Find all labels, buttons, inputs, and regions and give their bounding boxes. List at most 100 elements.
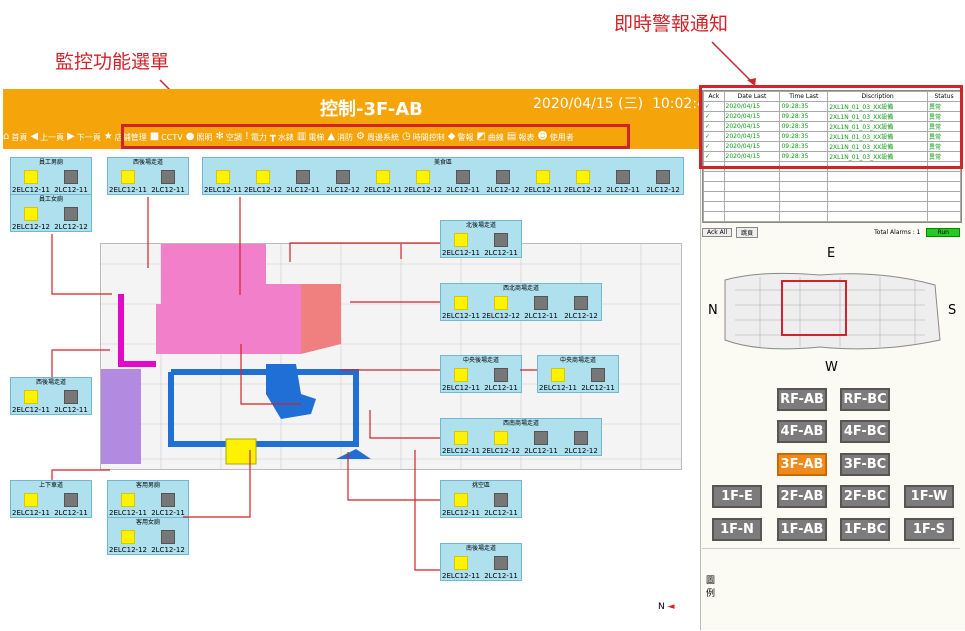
light-circuit[interactable]: 2ELC12-12	[481, 428, 521, 455]
floor-button[interactable]: 1F-S	[904, 518, 954, 541]
menu-item-13[interactable]: ◆警報	[448, 132, 474, 143]
light-circuit[interactable]: 2ELC12-12	[563, 167, 603, 194]
mini-map[interactable]	[720, 265, 945, 355]
floor-button[interactable]: 2F-BC	[840, 485, 890, 508]
menu-item-8[interactable]: ┳水錶	[270, 132, 294, 143]
light-circuit[interactable]: 2LC12-11	[578, 365, 618, 392]
light-circuit[interactable]: 2ELC12-11	[441, 293, 481, 320]
floor-button[interactable]: 4F-AB	[777, 420, 827, 443]
ack-all-button[interactable]: Ack All	[702, 227, 733, 237]
light-circuit[interactable]: 2ELC12-11	[441, 365, 481, 392]
floor-button[interactable]: 1F-N	[712, 518, 762, 541]
light-circuit[interactable]: 2ELC12-11	[108, 167, 148, 194]
menu-item-10[interactable]: ▲消防	[327, 132, 353, 143]
light-circuit[interactable]: 2LC12-11	[443, 167, 483, 194]
light-circuit[interactable]: 2LC12-12	[51, 204, 91, 231]
light-circuit[interactable]: 2LC12-11	[148, 490, 188, 517]
menu-item-3[interactable]: ★店鋪管理	[104, 132, 147, 143]
menu-item-6[interactable]: ✻空調	[215, 132, 241, 143]
light-circuit[interactable]: 2ELC12-11	[363, 167, 403, 194]
light-circuit[interactable]: 2LC12-11	[603, 167, 643, 194]
status-indicator	[216, 170, 230, 184]
floor-button[interactable]: 3F-AB	[777, 453, 827, 476]
menu-item-15[interactable]: ▤報表	[507, 132, 534, 143]
menu-item-5[interactable]: ●照明	[186, 132, 213, 143]
status-indicator	[536, 170, 550, 184]
light-circuit[interactable]: 2ELC12-11	[441, 230, 481, 257]
light-circuit[interactable]: 2ELC12-11	[523, 167, 563, 194]
light-circuit[interactable]: 2ELC12-12	[11, 204, 51, 231]
light-circuit[interactable]: 2ELC12-11	[11, 490, 51, 517]
menu-item-7[interactable]: !電力	[245, 132, 267, 143]
light-circuit[interactable]: 2LC12-11	[521, 428, 561, 455]
light-circuit[interactable]: 2LC12-12	[643, 167, 683, 194]
light-circuit[interactable]: 2ELC12-12	[403, 167, 443, 194]
jump-page-button[interactable]: 跳頁	[736, 226, 759, 238]
light-circuit[interactable]: 2ELC12-12	[481, 293, 521, 320]
light-circuit[interactable]: 2ELC12-11	[441, 490, 481, 517]
light-circuit[interactable]: 2LC12-11	[51, 490, 91, 517]
light-circuit[interactable]: 2LC12-11	[481, 230, 521, 257]
light-circuit[interactable]: 2LC12-11	[481, 490, 521, 517]
floor-button[interactable]: 3F-BC	[840, 453, 890, 476]
light-circuit[interactable]: 2LC12-12	[561, 428, 601, 455]
floor-button[interactable]: 4F-BC	[840, 420, 890, 443]
light-circuit[interactable]: 2LC12-11	[481, 553, 521, 580]
light-circuit[interactable]: 2LC12-11	[283, 167, 323, 194]
light-circuit[interactable]: 2ELC12-11	[203, 167, 243, 194]
floor-button[interactable]: 1F-AB	[777, 518, 827, 541]
menu-item-4[interactable]: ■CCTV	[150, 132, 183, 142]
light-circuit[interactable]: 2LC12-11	[481, 365, 521, 392]
menu-item-0[interactable]: ⌂首頁	[3, 132, 27, 143]
floor-button[interactable]: 1F-BC	[840, 518, 890, 541]
light-circuit[interactable]: 2ELC12-12	[243, 167, 283, 194]
light-circuit[interactable]: 2LC12-11	[51, 387, 91, 414]
light-circuit[interactable]: 2LC12-12	[148, 527, 188, 554]
light-circuit[interactable]: 2ELC12-11	[11, 167, 51, 194]
menu-item-11[interactable]: ⚙周邊系統	[356, 132, 399, 143]
floor-button[interactable]: RF-AB	[777, 388, 827, 411]
light-circuit[interactable]: 2ELC12-11	[108, 490, 148, 517]
menu-item-9[interactable]: ▥電梯	[297, 132, 324, 143]
light-circuit[interactable]: 2LC12-11	[148, 167, 188, 194]
floor-button[interactable]: 1F-W	[904, 485, 954, 508]
menu-item-2[interactable]: ▶下一頁	[67, 132, 101, 143]
menu-item-12[interactable]: ◷時間控制	[402, 132, 445, 143]
menu-item-14[interactable]: ◩曲線	[476, 132, 503, 143]
light-circuit[interactable]: 2ELC12-11	[11, 387, 51, 414]
light-circuit[interactable]: 2ELC12-11	[538, 365, 578, 392]
light-circuit[interactable]: 2LC12-11	[51, 167, 91, 194]
light-circuit[interactable]: 2LC12-12	[323, 167, 363, 194]
menu-item-16[interactable]: ☻使用者	[537, 132, 573, 143]
floor-button[interactable]: RF-BC	[840, 388, 890, 411]
light-circuit[interactable]: 2ELC12-12	[108, 527, 148, 554]
floor-button[interactable]: 1F-E	[712, 485, 762, 508]
light-circuit[interactable]: 2LC12-12	[561, 293, 601, 320]
run-status-badge[interactable]: Run	[926, 227, 960, 237]
floor-button[interactable]: 2F-AB	[777, 485, 827, 508]
light-circuit[interactable]: 2LC12-11	[521, 293, 561, 320]
light-circuit[interactable]: 2LC12-12	[483, 167, 523, 194]
light-circuit[interactable]: 2ELC12-11	[441, 428, 481, 455]
menu-item-1[interactable]: ◀上一頁	[30, 132, 64, 143]
light-circuit[interactable]: 2ELC12-11	[441, 553, 481, 580]
